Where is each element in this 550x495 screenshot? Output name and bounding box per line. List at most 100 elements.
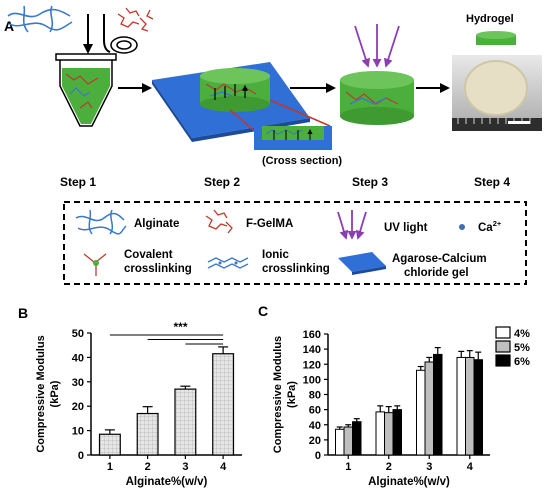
y-tick-label: 40 <box>309 420 321 432</box>
eppendorf-tube-icon <box>55 53 117 127</box>
covalent-crosslink-icon <box>83 253 107 276</box>
fgelma-chain-icon <box>117 7 154 32</box>
uv-light-arrows-step3 <box>354 24 400 68</box>
legend-agarose: Agarose-Calcium chloride gel <box>338 252 487 279</box>
bar <box>392 409 402 456</box>
y-tick-label: 20 <box>309 435 321 447</box>
cross-section-label: (Cross section) <box>262 155 342 167</box>
hydrogel-photo <box>452 55 542 131</box>
gel-cylinder-step3-icon <box>340 71 414 125</box>
legend-covalent: Covalent crosslinking <box>83 249 192 276</box>
legend-fgelma: F-GelMA <box>205 209 293 234</box>
tube-cap-icon <box>110 36 138 54</box>
step-label: Step 3 <box>352 175 388 189</box>
x-tick-label: 2 <box>386 461 392 473</box>
y-tick-label: 80 <box>309 390 321 402</box>
y-tick-label: 50 <box>72 328 84 340</box>
significance-label: *** <box>173 320 187 334</box>
agarose-plate-legend-icon <box>338 252 386 275</box>
legend-label: 5% <box>514 342 530 354</box>
bar <box>473 359 483 456</box>
x-tick-label: 4 <box>220 461 227 473</box>
y-tick-label: 10 <box>72 426 84 438</box>
legend-label: 4% <box>514 328 530 340</box>
y-axis-label: (kPa) <box>286 381 298 408</box>
y-tick-label: 100 <box>303 374 321 386</box>
bar <box>424 361 434 456</box>
bar <box>375 411 385 456</box>
ionic-crosslink-icon <box>207 257 249 269</box>
legend-ionic: Ionic crosslinking <box>207 249 330 275</box>
legend-calcium: Ca2+ <box>459 219 502 234</box>
legend-label: F-GelMA <box>246 218 293 230</box>
legend-label: Covalent <box>124 249 173 261</box>
y-axis-label: Compressive Modulus <box>35 335 47 452</box>
x-tick-label: 3 <box>182 461 188 473</box>
hydrogel-label: Hydrogel <box>466 13 514 25</box>
legend-box <box>63 201 527 285</box>
legend-label: UV light <box>384 222 428 234</box>
bar <box>335 428 345 456</box>
legend-swatch <box>495 326 511 339</box>
bar <box>456 356 466 456</box>
bar <box>416 369 426 456</box>
bar <box>343 426 353 456</box>
x-tick-label: 4 <box>467 461 474 473</box>
x-tick-label: 1 <box>345 461 351 473</box>
panel-a-letter: A <box>4 18 14 34</box>
legend-label: Alginate <box>134 218 179 230</box>
legend-swatch <box>495 340 511 353</box>
gel-cylinder-step2-icon <box>200 68 270 112</box>
hydrogel-disc-icon <box>476 31 516 45</box>
legend-label: Ca2+ <box>478 219 502 234</box>
y-tick-label: 30 <box>72 377 84 389</box>
bar <box>136 412 159 456</box>
bar <box>98 433 121 456</box>
y-tick-label: 20 <box>72 401 84 413</box>
y-tick-label: 120 <box>303 359 321 371</box>
x-axis-label: Alginate%(w/v) <box>368 476 450 488</box>
bar <box>352 421 362 456</box>
legend-alginate: Alginate <box>75 209 179 235</box>
y-tick-label: 60 <box>309 405 321 417</box>
alginate-mesh-icon <box>7 5 73 33</box>
y-axis-label: (kPa) <box>49 380 61 407</box>
x-tick-label: 1 <box>107 461 113 473</box>
legend-label: Ionic <box>262 249 289 261</box>
alginate-legend-icon <box>75 209 127 235</box>
bar <box>433 353 443 456</box>
bar <box>212 353 235 456</box>
y-tick-label: 0 <box>78 450 84 462</box>
step-labels: Step 1 Step 2 Step 3 Step 4 <box>60 175 510 189</box>
uv-legend-icon <box>337 210 367 240</box>
legend-label: crosslinking <box>262 263 330 275</box>
bar <box>384 412 394 456</box>
y-tick-label: 160 <box>303 329 321 341</box>
legend-label: chloride gel <box>404 267 469 279</box>
legend-label: crosslinking <box>124 263 192 275</box>
x-axis-label: Alginate%(w/v) <box>126 476 208 488</box>
panel-b-letter: B <box>18 305 28 321</box>
legend-label: 6% <box>514 356 530 368</box>
legend-uv: UV light <box>337 210 428 240</box>
bar <box>174 388 197 456</box>
fgelma-legend-icon <box>205 209 233 234</box>
step-label: Step 4 <box>474 175 510 189</box>
bar <box>465 356 475 456</box>
legend-swatch <box>495 354 511 367</box>
panel-c-letter: C <box>258 303 268 319</box>
x-tick-label: 3 <box>426 461 432 473</box>
y-tick-label: 140 <box>303 344 321 356</box>
calcium-ion-icon <box>459 224 465 230</box>
zoom-lines <box>229 99 331 133</box>
legend-label: Agarose-Calcium <box>392 253 487 265</box>
y-tick-label: 40 <box>72 352 84 364</box>
y-axis-label: Compressive Modulus <box>272 336 284 453</box>
x-tick-label: 2 <box>145 461 151 473</box>
step-label: Step 2 <box>204 175 240 189</box>
step-label: Step 1 <box>60 175 96 189</box>
cross-section-inset <box>254 126 332 150</box>
